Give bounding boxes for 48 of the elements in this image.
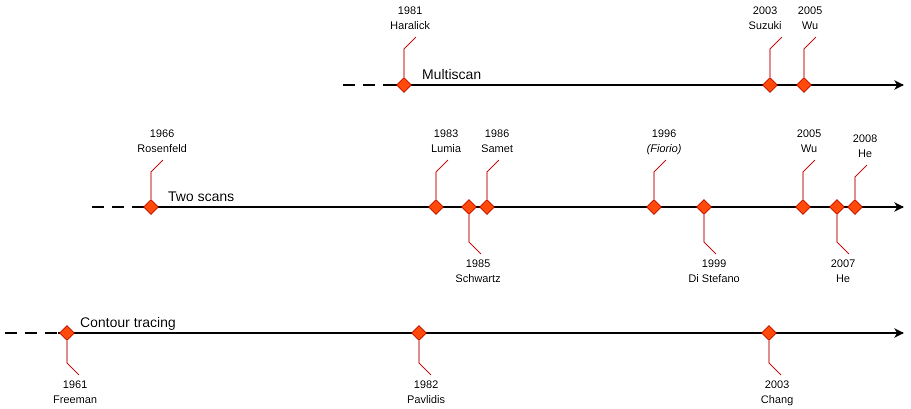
- diamond-marker: [59, 325, 75, 341]
- leader-line: [468, 214, 482, 254]
- diamond-marker: [396, 77, 412, 93]
- diamond-marker: [461, 199, 477, 215]
- event-label: 1981 Haralick: [390, 4, 430, 34]
- event-label: 1986 Samet: [481, 127, 513, 157]
- leader-line: [802, 160, 816, 200]
- leader-line: [436, 160, 448, 200]
- event-label: 1996 (Fiorio): [646, 127, 682, 157]
- leader-line: [854, 164, 868, 200]
- timeline-title: Two scans: [168, 188, 234, 204]
- leader-line: [836, 214, 850, 254]
- leader-line: [486, 160, 500, 200]
- diamond-marker: [795, 199, 811, 215]
- event-label: 2005 Wu: [796, 127, 822, 157]
- event-label: 1982 Pavlidis: [407, 378, 445, 408]
- diamond-marker: [143, 199, 159, 215]
- diamond-marker: [761, 325, 777, 341]
- leader-line: [704, 214, 716, 254]
- diamond-marker: [796, 77, 812, 93]
- event-label: 2003 Suzuki: [748, 4, 782, 34]
- event-label: 2003 Chang: [760, 378, 794, 408]
- leader-line: [768, 340, 782, 376]
- leader-line: [404, 36, 416, 78]
- event-label: 1966 Rosenfeld: [137, 127, 187, 157]
- event-label: 1961 Freeman: [52, 378, 98, 408]
- event-label: 1999 Di Stefano: [688, 257, 740, 287]
- timeline-title: Contour tracing: [80, 314, 176, 330]
- diamond-marker: [411, 325, 427, 341]
- diamond-marker: [847, 199, 863, 215]
- event-label: 1985 Schwartz: [455, 257, 501, 287]
- event-label: 1983 Lumia: [431, 127, 461, 157]
- diamond-marker: [762, 77, 778, 93]
- diamond-marker: [829, 199, 845, 215]
- leader-line: [654, 160, 666, 200]
- leader-line: [770, 36, 782, 78]
- diamond-marker: [696, 199, 712, 215]
- event-label: 2007 He: [830, 257, 856, 287]
- diamond-marker: [428, 199, 444, 215]
- timeline-title: Multiscan: [422, 66, 482, 82]
- leader-line: [804, 36, 816, 78]
- leader-line: [66, 340, 80, 376]
- leader-line: [150, 160, 164, 200]
- event-label: 2005 Wu: [798, 4, 822, 34]
- leader-line: [418, 340, 432, 376]
- event-label: 2008 He: [852, 132, 878, 162]
- diamond-marker: [479, 199, 495, 215]
- diamond-marker: [646, 199, 662, 215]
